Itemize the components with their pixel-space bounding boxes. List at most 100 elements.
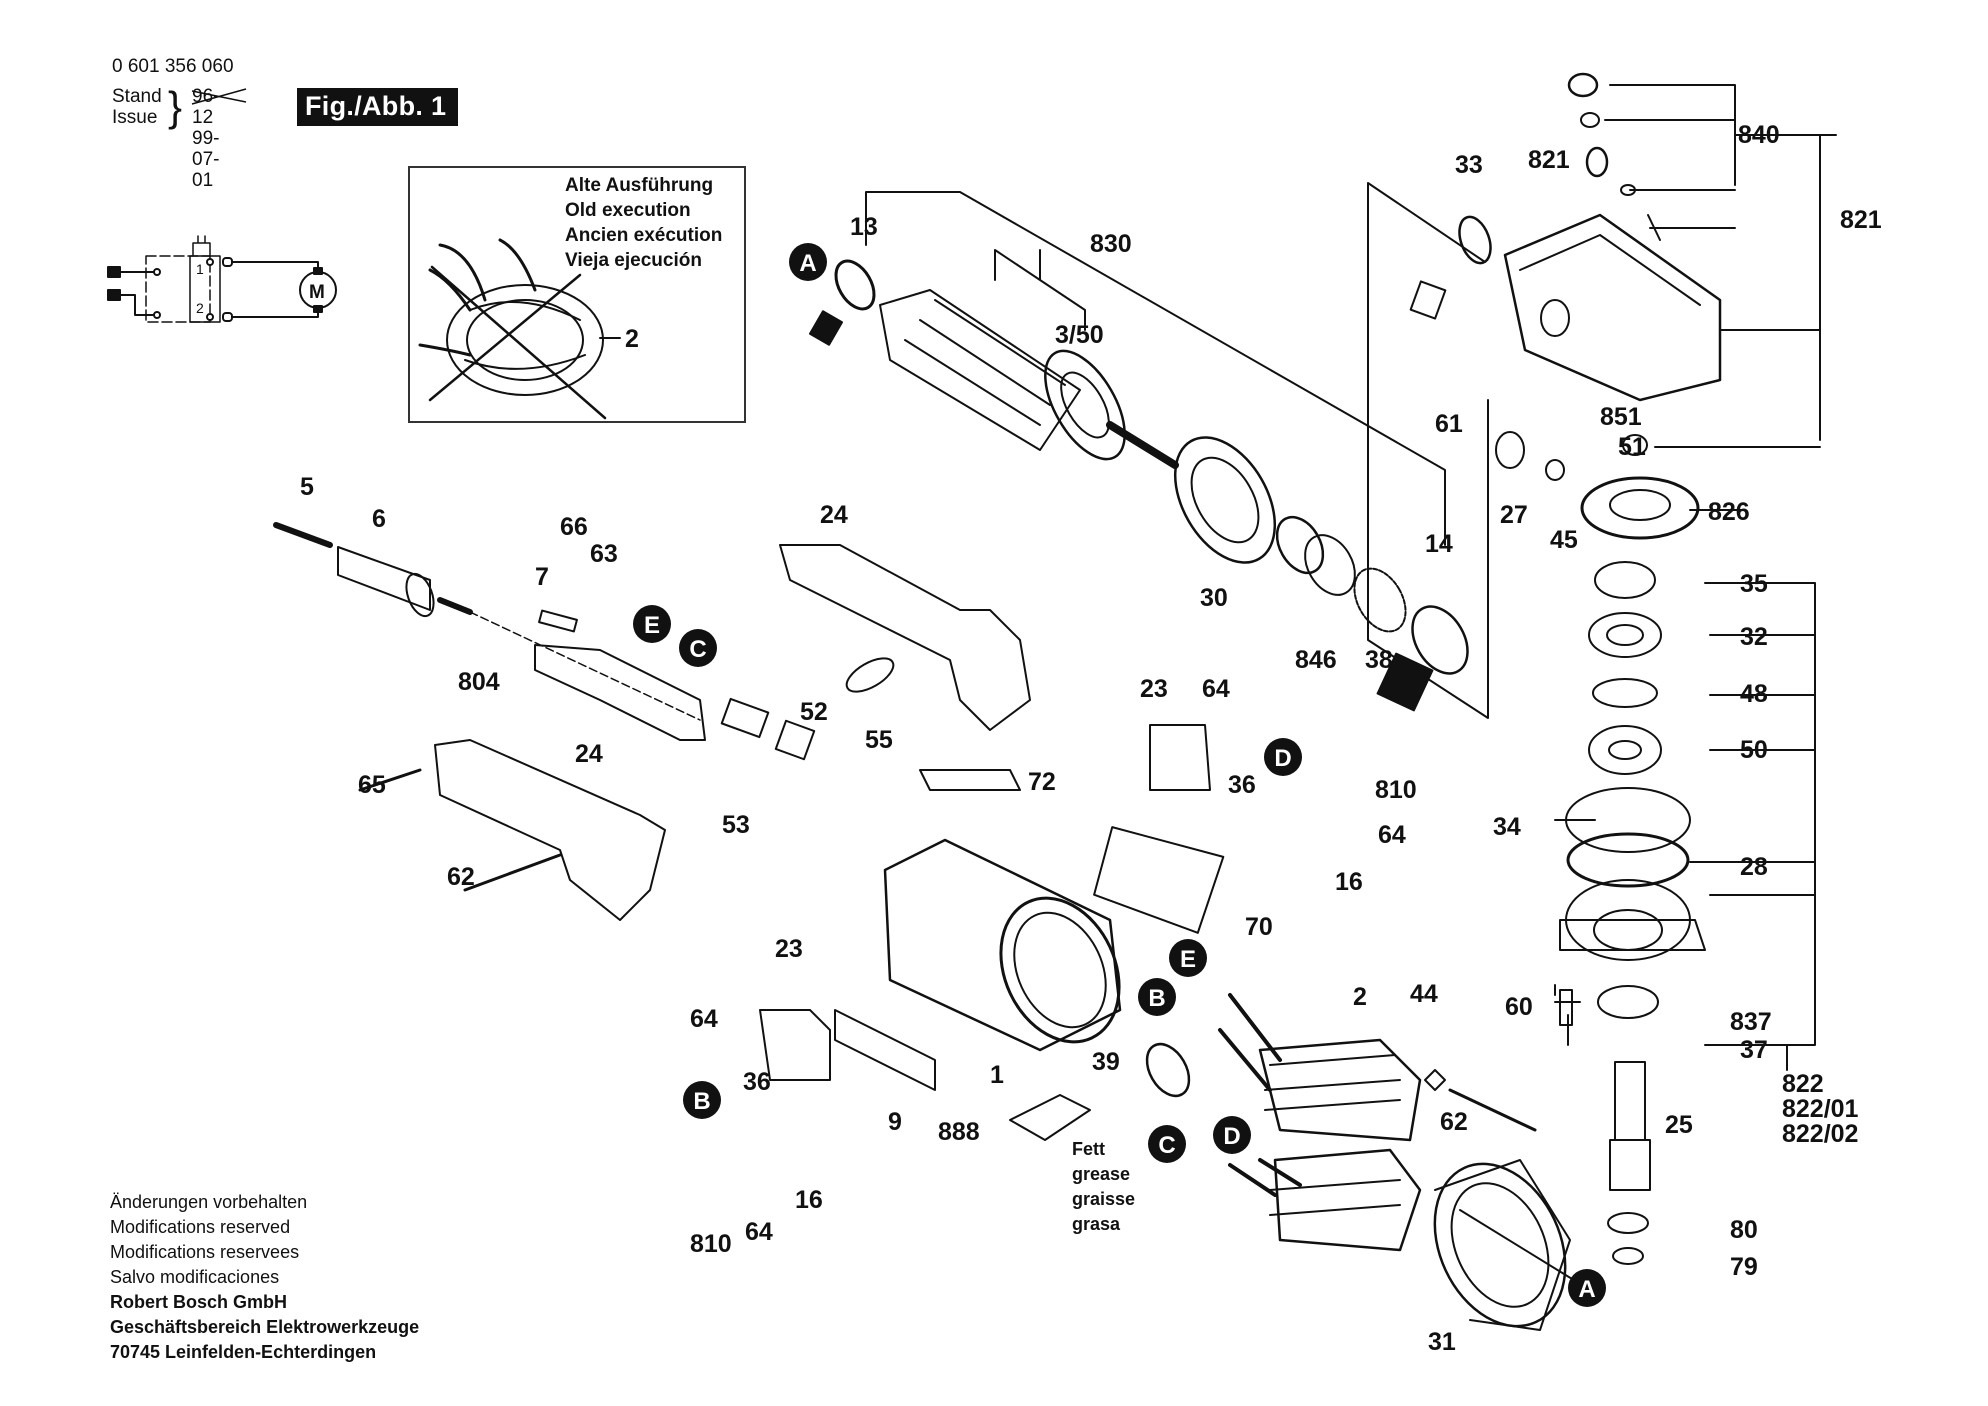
old-execution-note: Alte Ausführung Old execution Ancien exé… xyxy=(565,173,722,273)
issue-value: 99-07-01 xyxy=(192,128,220,191)
part-callout-16-b: 16 xyxy=(795,1186,823,1214)
terminal-1-label: 1 xyxy=(196,261,204,277)
part-callout-25: 25 xyxy=(1665,1111,1693,1139)
badge-circle-icon xyxy=(1138,978,1176,1016)
part-callout-36-a: 36 xyxy=(1228,771,1256,799)
part-callout-50: 50 xyxy=(1740,736,1768,764)
badge-circle-icon xyxy=(1264,738,1302,776)
part-callout-810-a: 810 xyxy=(1375,776,1417,804)
brace-icon: } xyxy=(168,83,183,130)
part-callout-35: 35 xyxy=(1740,570,1768,598)
connection-badge-B-field: B xyxy=(1138,978,1176,1016)
bearing-set-drawing xyxy=(1275,515,1469,712)
part-callout-63: 63 xyxy=(590,540,618,568)
old-stator-part-ref: 2 xyxy=(625,325,639,353)
grease-line: grease xyxy=(1072,1164,1131,1184)
badge-letter: A xyxy=(1578,1276,1595,1303)
part-callout-24-a: 24 xyxy=(820,501,848,529)
badge-circle-icon xyxy=(633,605,671,643)
grease-line: grasa xyxy=(1072,1214,1121,1234)
connection-badge-D-brush: D xyxy=(1264,738,1302,776)
part-callout-80: 80 xyxy=(1730,1216,1758,1244)
connection-badge-C-field: C xyxy=(1148,1125,1186,1163)
part-callout-830: 830 xyxy=(1090,230,1132,258)
part-number-text: 0 601 356 060 xyxy=(112,56,234,77)
part-callout-53: 53 xyxy=(722,811,750,839)
part-callout-840: 840 xyxy=(1738,121,1780,149)
switch-cord-drawing xyxy=(273,522,816,761)
spindle-stack-drawing xyxy=(1554,476,1706,1265)
part-callout-28: 28 xyxy=(1740,853,1768,881)
footer-notice: Änderungen vorbehalten Modifications res… xyxy=(110,1190,419,1365)
plug-terminal-icon xyxy=(107,289,121,301)
connection-badge-D-field: D xyxy=(1213,1116,1251,1154)
part-callout-64-c: 64 xyxy=(690,1005,718,1033)
badge-letter: C xyxy=(1158,1132,1175,1159)
field-coil-drawing xyxy=(1218,993,1591,1331)
part-callout-36-b: 36 xyxy=(743,1068,771,1096)
connection-badge-C-switch: C xyxy=(679,629,717,667)
old-execution-line: Vieja ejecución xyxy=(565,250,702,271)
company-name: Robert Bosch GmbH xyxy=(110,1292,288,1312)
wiring-schematic: 1 2 M xyxy=(107,235,337,323)
old-execution-line: Old execution xyxy=(565,200,691,221)
part-callout-3-50: 3/50 xyxy=(1055,321,1104,349)
handle-drawing xyxy=(358,544,1031,921)
armature-drawing xyxy=(808,259,1277,564)
badge-letter: D xyxy=(1223,1123,1240,1150)
badge-letter: D xyxy=(1274,745,1291,772)
motor-label: M xyxy=(309,282,325,303)
gear-housing-drawing xyxy=(1409,72,1722,481)
part-callout-1: 1 xyxy=(990,1061,1004,1089)
badge-circle-icon xyxy=(683,1081,721,1119)
part-callout-27: 27 xyxy=(1500,501,1528,529)
revision-block: Stand Issue } 96-12 99-07-01 xyxy=(112,86,247,191)
strikethrough-icon xyxy=(191,88,247,105)
old-stator-drawing: 2 xyxy=(418,238,639,420)
motor-housing-drawing xyxy=(759,724,1225,1141)
part-callout-30: 30 xyxy=(1200,584,1228,612)
badge-circle-icon xyxy=(1148,1125,1186,1163)
part-callout-64-a: 64 xyxy=(1202,675,1230,703)
part-callout-2: 2 xyxy=(1353,983,1367,1011)
part-callout-32: 32 xyxy=(1740,623,1768,651)
part-callout-888: 888 xyxy=(938,1118,980,1146)
badge-letter: B xyxy=(693,1088,710,1115)
connection-badge-E-field: E xyxy=(1169,939,1207,977)
part-callout-13: 13 xyxy=(850,213,878,241)
badge-circle-icon xyxy=(1568,1269,1606,1307)
part-callout-31: 31 xyxy=(1428,1328,1456,1356)
part-callout-39: 39 xyxy=(1092,1048,1120,1076)
part-callout-33: 33 xyxy=(1455,151,1483,179)
part-callout-65: 65 xyxy=(358,771,386,799)
part-callout-62-a: 62 xyxy=(447,863,475,891)
part-callout-14: 14 xyxy=(1425,530,1453,558)
footer-line: Modifications reserved xyxy=(110,1217,291,1237)
badge-letter: A xyxy=(799,250,816,277)
part-callout-34: 34 xyxy=(1493,813,1521,841)
part-callout-810-b: 810 xyxy=(690,1230,732,1258)
part-callout-45: 45 xyxy=(1550,526,1578,554)
part-callout-79: 79 xyxy=(1730,1253,1758,1281)
part-callout-61: 61 xyxy=(1435,410,1463,438)
footer-line: Modifications reservees xyxy=(110,1242,300,1262)
old-execution-inset xyxy=(408,166,746,423)
part-callout-9: 9 xyxy=(888,1108,902,1136)
part-callout-16-a: 16 xyxy=(1335,868,1363,896)
footer-line: Salvo modificaciones xyxy=(110,1267,280,1287)
part-callout-23-b: 23 xyxy=(775,935,803,963)
part-callout-5: 5 xyxy=(300,473,314,501)
badge-letter: C xyxy=(689,636,706,663)
issue-label: Issue xyxy=(112,107,158,128)
grease-line: Fett xyxy=(1072,1139,1105,1159)
part-callout-23-a: 23 xyxy=(1140,675,1168,703)
badge-circle-icon xyxy=(679,629,717,667)
connection-badge-A-top: A xyxy=(789,243,827,281)
terminal-2-label: 2 xyxy=(196,300,204,316)
part-callout-7: 7 xyxy=(535,563,549,591)
part-callout-821-a: 821 xyxy=(1528,146,1570,174)
footer-line: Änderungen vorbehalten xyxy=(110,1192,308,1212)
